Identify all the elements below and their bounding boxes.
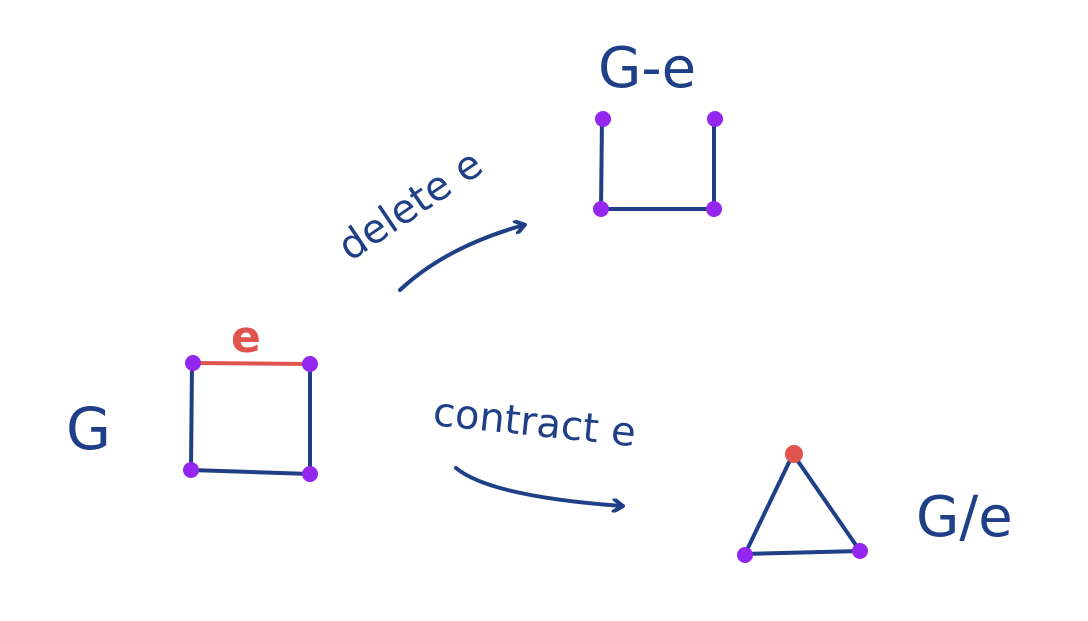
graph-g-label: G (66, 395, 111, 463)
vertex (737, 547, 753, 563)
edge-e-label: e (231, 312, 261, 363)
edge-bottom (743, 549, 862, 556)
edge-left (743, 452, 795, 556)
edge-e-highlighted (191, 361, 312, 366)
graph-g-minus-e (593, 111, 723, 217)
contract-arrow (454, 466, 622, 506)
graph-g-minus-e-label: G-e (598, 36, 696, 101)
graph-g-contract-e-label: G/e (916, 485, 1013, 550)
contract-e-label: contract e (431, 389, 638, 456)
delete-e-label: delete e (330, 141, 491, 270)
edge-left (599, 117, 604, 211)
vertex (302, 356, 318, 372)
vertex (183, 462, 199, 478)
vertex (593, 201, 609, 217)
vertex (707, 111, 723, 127)
vertex (706, 201, 722, 217)
graph-g-contract-e (737, 445, 868, 563)
vertex (185, 355, 201, 371)
delete-arrow (398, 225, 524, 292)
edge-bottom (189, 468, 312, 476)
vertex (302, 466, 318, 482)
vertex (595, 111, 611, 127)
graph-g (183, 355, 318, 482)
edge-left (189, 361, 194, 472)
merged-vertex (785, 445, 803, 463)
vertex (852, 543, 868, 559)
edge-right (791, 452, 862, 553)
